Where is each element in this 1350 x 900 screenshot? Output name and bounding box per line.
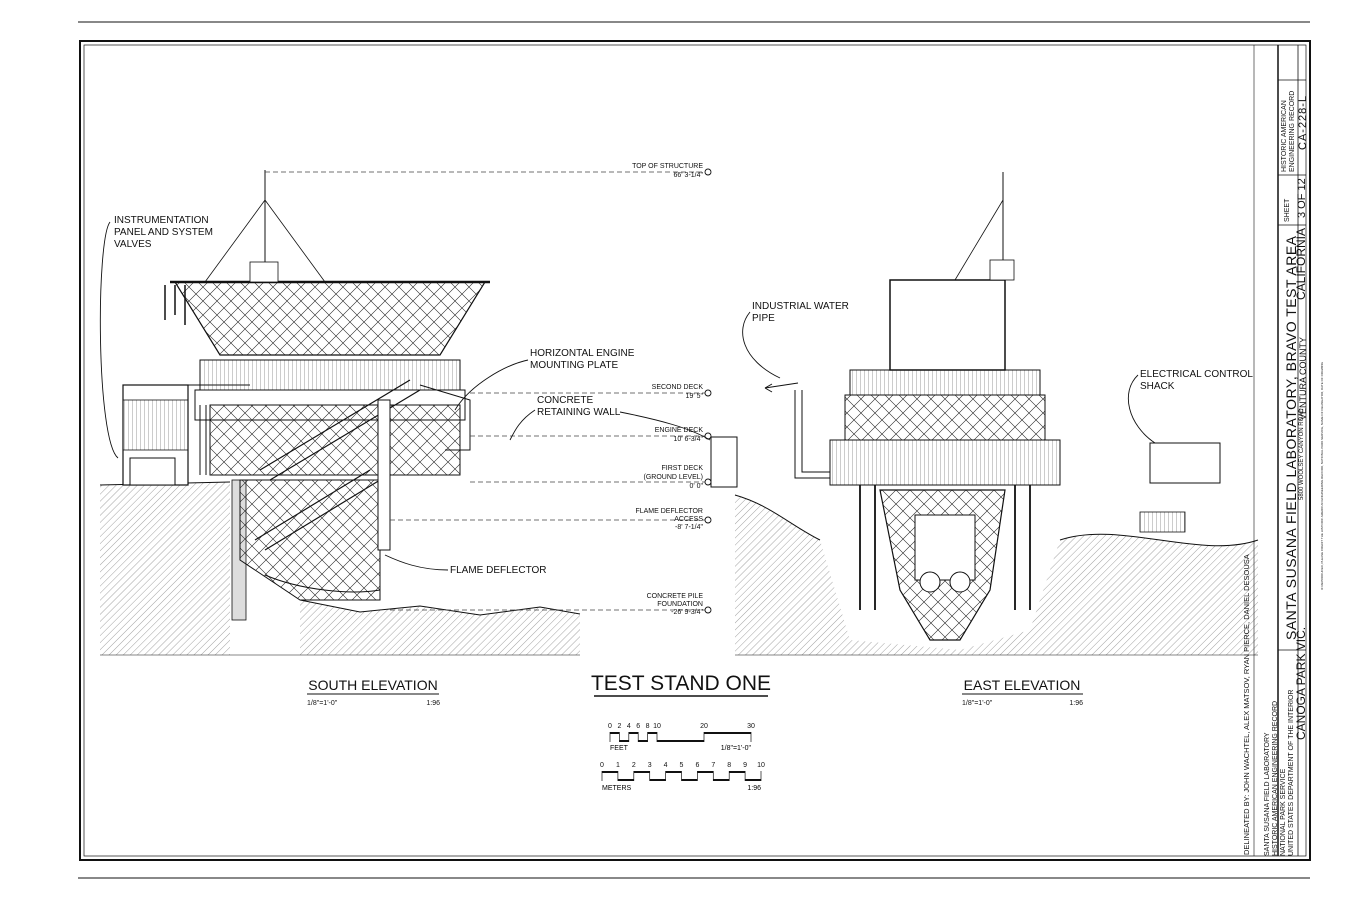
leader-lines <box>99 221 1156 571</box>
scale-feet-unit: FEET <box>610 745 629 752</box>
south-ground <box>100 482 230 655</box>
title-block: DELINEATED BY: JOHN WACHTEL, ALEX MATSOV… <box>1242 45 1324 856</box>
agency-line3: NATIONAL PARK SERVICE <box>1280 768 1287 856</box>
scale-feet-tick-label: 30 <box>747 723 755 730</box>
locality: CANOGA PARK VIC. <box>1294 627 1308 740</box>
scale-feet-tick-label: 2 <box>617 723 621 730</box>
scale-feet-tick-label: 8 <box>646 723 650 730</box>
haer-label-line1: HISTORIC AMERICAN <box>1281 100 1288 172</box>
scale-meters-tick-label: 5 <box>680 762 684 769</box>
delineated-by: DELINEATED BY: JOHN WACHTEL, ALEX MATSOV… <box>1242 554 1251 855</box>
level-second-deck-elev: 19' 5" <box>686 393 704 400</box>
state: CALIFORNIA <box>1294 228 1308 300</box>
level-pile-elev: -26' 9-3/4" <box>671 609 703 616</box>
scale-meters-tick-label: 7 <box>711 762 715 769</box>
scale-feet-tick-label: 0 <box>608 723 612 730</box>
east-elevation-drawing <box>710 172 1259 656</box>
callout-retaining-wall-line1: CONCRETE <box>537 395 593 406</box>
scale-meters-unit: METERS <box>602 785 632 792</box>
level-second-deck-name: SECOND DECK <box>652 384 704 391</box>
east-elevation-ratio: 1:96 <box>1069 700 1083 707</box>
scale-feet-tick-label: 4 <box>627 723 631 730</box>
callout-water-pipe-line2: PIPE <box>752 313 775 324</box>
level-first-deck-name: FIRST DECK <box>662 465 704 472</box>
level-flame-access-elev: -8' 7-1/4" <box>675 524 703 531</box>
level-markers <box>704 168 712 614</box>
level-first-deck-name2: (GROUND LEVEL) <box>643 474 703 481</box>
scale-feet-ratio: 1/8"=1'-0" <box>721 745 752 752</box>
haer-label-line2: ENGINEERING RECORD <box>1289 91 1296 172</box>
callout-instrumentation-line1: INSTRUMENTATION <box>114 215 209 226</box>
level-lines <box>265 171 705 611</box>
scale-meters-tick-label: 3 <box>648 762 652 769</box>
callout-control-shack-line1: ELECTRICAL CONTROL <box>1140 369 1253 380</box>
south-elevation-ratio: 1:96 <box>426 700 440 707</box>
callout-instrumentation-line3: VALVES <box>114 239 152 250</box>
scale-meters-tick-label: 4 <box>664 762 668 769</box>
scale-meters-tick-label: 1 <box>616 762 620 769</box>
callout-horizontal-engine-line1: HORIZONTAL ENGINE <box>530 348 635 359</box>
agency-line1: SANTA SUSANA FIELD LABORATORY <box>1264 732 1271 856</box>
callout-retaining-wall-line2: RETAINING WALL <box>537 407 621 418</box>
sheet-border <box>78 21 1311 879</box>
south-elevation-title: SOUTH ELEVATION <box>308 677 437 693</box>
project-title: SANTA SUSANA FIELD LABORATORY, BRAVO TES… <box>1283 235 1299 640</box>
haer-number: CA-228-L <box>1297 95 1309 150</box>
south-elevation-drawing <box>99 170 581 656</box>
scale-meters-tick-label: 6 <box>695 762 699 769</box>
east-elevation-scale: 1/8"=1'-0" <box>962 700 993 707</box>
level-top-name: TOP OF STRUCTURE <box>632 163 703 170</box>
callout-instrumentation-line2: PANEL AND SYSTEM <box>114 227 213 238</box>
agency-line4: UNITED STATES DEPARTMENT OF THE INTERIOR <box>1288 690 1295 856</box>
scale-meters-tick-label: 10 <box>757 762 765 769</box>
level-first-deck-elev: 0' 0" <box>689 483 703 490</box>
callout-water-pipe-line1: INDUSTRIAL WATER <box>752 301 849 312</box>
east-elevation-title: EAST ELEVATION <box>964 677 1081 693</box>
south-elevation-scale: 1/8"=1'-0" <box>307 700 338 707</box>
sheet-label: SHEET <box>1284 198 1291 222</box>
callout-control-shack-line2: SHACK <box>1140 381 1175 392</box>
scale-meters-tick-label: 0 <box>600 762 604 769</box>
scale-feet-tick-label: 10 <box>653 723 661 730</box>
level-top-elev: 66' 3-1/4" <box>673 172 703 179</box>
level-flame-access-name2: ACCESS <box>674 516 703 523</box>
scale-meters-ratio: 1:96 <box>747 785 761 792</box>
drawing-title: TEST STAND ONE <box>591 672 771 695</box>
scale-meters-tick-label: 8 <box>727 762 731 769</box>
callout-flame-deflector: FLAME DEFLECTOR <box>450 565 547 576</box>
east-ground <box>735 495 1258 655</box>
level-pile-name2: FOUNDATION <box>657 601 703 608</box>
callout-horizontal-engine-line2: MOUNTING PLATE <box>530 360 618 371</box>
level-pile-name: CONCRETE PILE <box>647 593 704 600</box>
scale-meters-tick-label: 9 <box>743 762 747 769</box>
level-flame-access-name: FLAME DEFLECTOR <box>635 508 703 515</box>
level-engine-deck-elev: 10' 6-3/4" <box>673 436 703 443</box>
reproduction-note: IF REPRODUCED, PLEASE CREDIT THE HISTORI… <box>1320 361 1324 590</box>
scale-feet-tick-label: 20 <box>700 723 708 730</box>
county: VENTURA COUNTY <box>1298 337 1308 420</box>
sheet-number: 3 OF 12 <box>1296 178 1308 218</box>
level-engine-deck-name: ENGINE DECK <box>655 427 704 434</box>
scale-bar-meters: 0 1 2 3 4 5 6 7 8 9 10 METERS 1:96 <box>600 762 765 792</box>
scale-feet-tick-label: 6 <box>636 723 640 730</box>
agency-line2: HISTORIC AMERICAN ENGINEERING RECORD <box>1272 701 1279 856</box>
project-address: 5800 WOOLSEY CANYON ROAD <box>1299 408 1305 500</box>
scale-meters-tick-label: 2 <box>632 762 636 769</box>
